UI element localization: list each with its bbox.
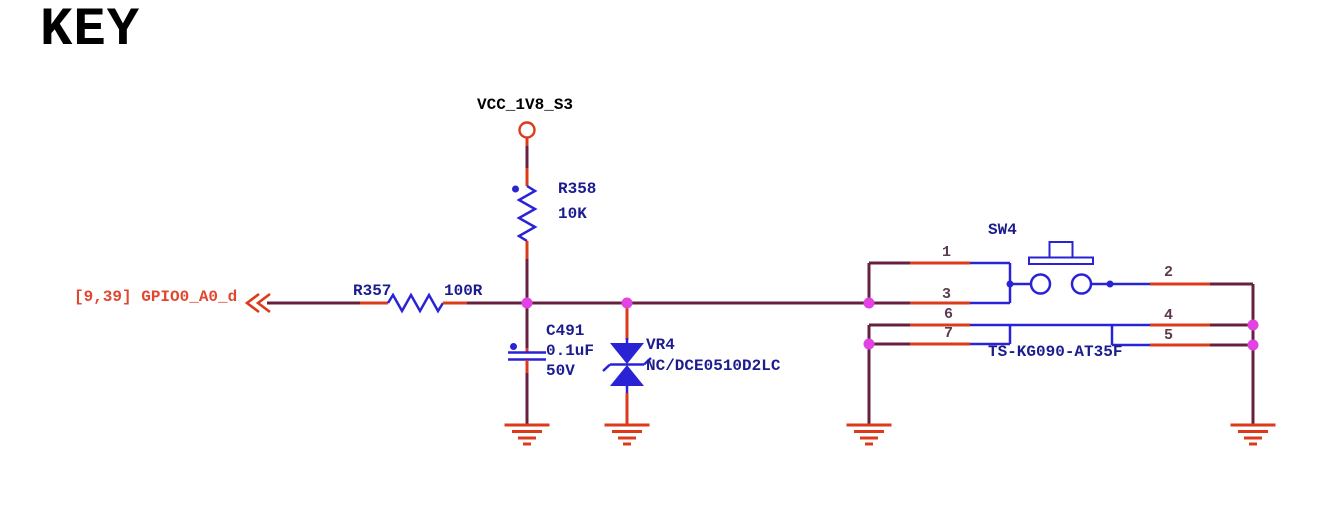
resistor-r357-icon (386, 292, 445, 314)
sw4-pin3-label: 3 (942, 286, 952, 303)
sw4-pin2-label: 2 (1164, 264, 1174, 281)
junction-dot (521, 297, 533, 309)
r358-ref-label: R358 (558, 180, 597, 198)
junction-dots (521, 297, 1259, 351)
junction-dot (1247, 319, 1259, 331)
net-port-chevron-icon (244, 292, 271, 314)
sw4-pin5-label: 5 (1164, 327, 1174, 344)
sw4-part-label: TS-KG090-AT35F (988, 343, 1123, 361)
vr4-value-label: NC/DCE0510D2LC (646, 357, 781, 375)
junction-dot (1247, 339, 1259, 351)
sw4-pin7-label: 7 (944, 325, 954, 342)
net-port-label: [9,39] GPIO0_A0_d (74, 288, 238, 306)
r357-ref-label: R357 (353, 282, 392, 300)
vr4-ref-label: VR4 (646, 336, 675, 354)
c491-ref-label: C491 (546, 322, 585, 340)
sw4-pin1-label: 1 (942, 244, 952, 261)
resistor-r358-icon (512, 168, 538, 304)
ground-icon (603, 423, 651, 446)
page-title: KEY (40, 0, 141, 61)
pushbutton-switch-sw4-icon (867, 241, 1255, 424)
power-port-icon (518, 121, 536, 168)
power-net-label: VCC_1V8_S3 (477, 96, 574, 114)
ground-icon (1229, 423, 1277, 446)
c491-voltage-label: 50V (546, 362, 575, 380)
sw4-pin6-label: 6 (944, 306, 954, 323)
r358-value-label: 10K (558, 205, 587, 223)
c491-value-label: 0.1uF (546, 342, 595, 360)
r357-value-label: 100R (444, 282, 483, 300)
junction-dot (863, 338, 875, 350)
sw4-pin4-label: 4 (1164, 307, 1174, 324)
sw4-ref-label: SW4 (988, 221, 1017, 239)
main-net-wire (267, 292, 869, 314)
ground-icon (845, 423, 893, 446)
junction-dot (621, 297, 633, 309)
tvs-diode-vr4-icon (602, 303, 652, 424)
ground-icon (503, 423, 551, 446)
capacitor-c491-icon (508, 303, 546, 424)
junction-dot (863, 297, 875, 309)
